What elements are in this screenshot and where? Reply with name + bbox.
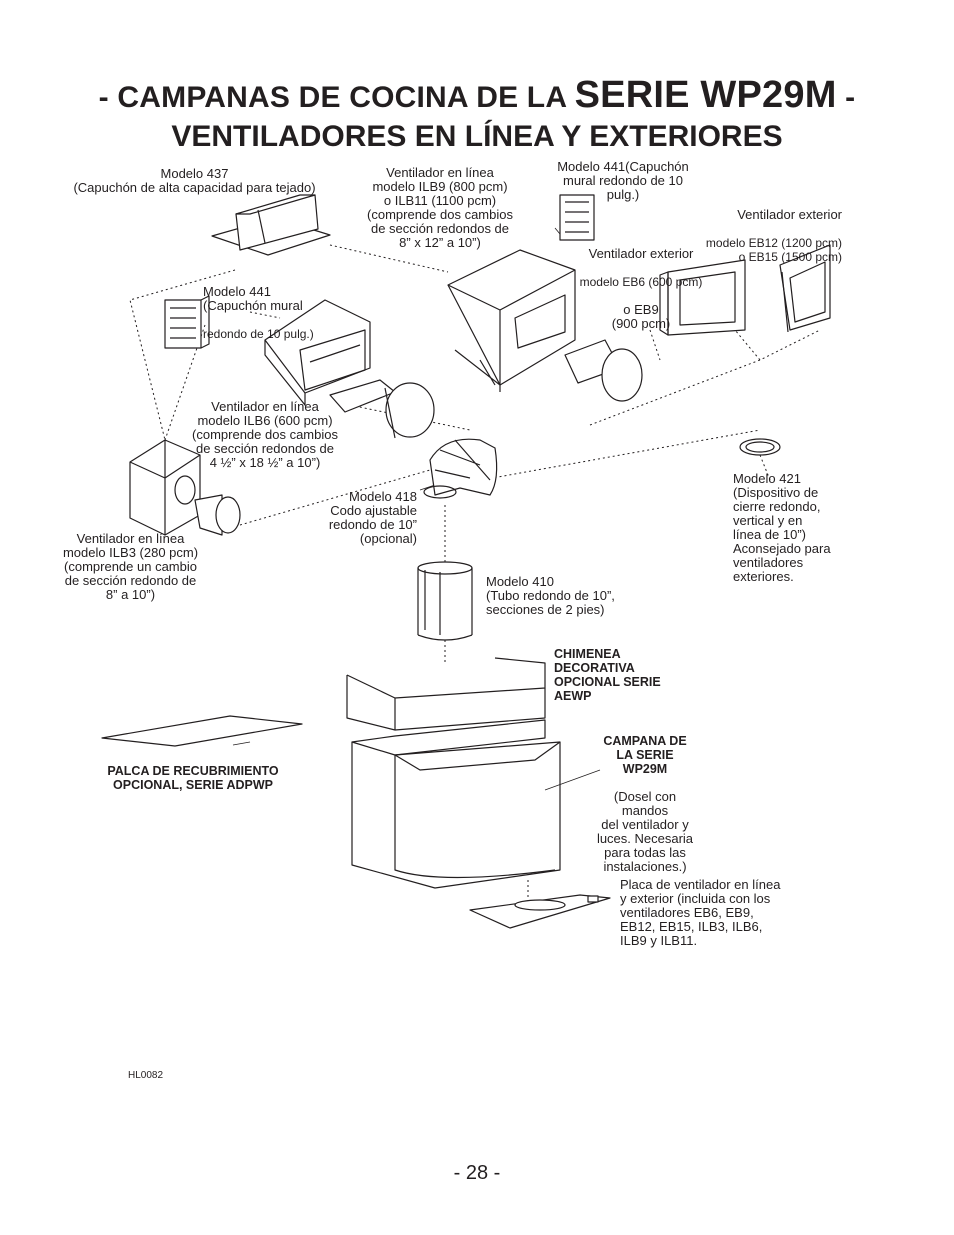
title-prefix: - CAMPANAS DE COCINA DE LA (98, 81, 567, 114)
label-eb6-rest: o EB9 (900 pcm) (611, 302, 671, 331)
title-series: SERIE WP29M (574, 74, 837, 116)
page-title-line1: - CAMPANAS DE COCINA DE LA SERIE WP29M - (0, 74, 954, 117)
label-eb6-prefix: Ventilador exterior (588, 246, 694, 261)
label-eb12-models: modelo EB12 (1200 pcm) o EB15 (1500 pcm) (705, 236, 842, 264)
label-modelo-410: Modelo 410 (Tubo redondo de 10”, seccion… (486, 574, 615, 617)
label-chimenea: CHIMENEA DECORATIVA OPCIONAL SERIE AEWP (554, 647, 661, 703)
label-eb6-models: modelo EB6 (600 pcm) (579, 275, 703, 289)
label-campana-desc: (Dosel con mandos del ventilador y luces… (596, 789, 694, 874)
label-ilb9: Ventilador en línea modelo ILB9 (800 pcm… (367, 165, 513, 250)
label-ilb6: Ventilador en línea modelo ILB6 (600 pcm… (192, 399, 338, 470)
label-campana-bold: CAMPANA DE LA SERIE WP29M (603, 734, 687, 776)
diagram-code: HL0082 (128, 1070, 164, 1081)
page-number: - 28 - (453, 1162, 501, 1184)
label-eb6-eb9: Ventilador exterior modelo EB6 (600 pcm)… (565, 233, 717, 331)
label-441-left-a: Modelo 441 (Capuchón mural (203, 284, 303, 313)
label-modelo-437: Modelo 437 (Capuchón de alta capacidad p… (73, 166, 316, 195)
label-eb12-eb15: Ventilador exterior modelo EB12 (1200 pc… (640, 194, 842, 265)
label-placa: Placa de ventilador en línea y exterior … (620, 877, 781, 948)
label-campana: CAMPANA DE LA SERIE WP29M (Dosel con man… (590, 720, 700, 874)
label-modelo-441-left: Modelo 441 (Capuchón mural redondo de 10… (203, 271, 333, 342)
label-modelo-421: Modelo 421 (Dispositivo de cierre redond… (733, 471, 831, 584)
label-modelo-418: Modelo 418 Codo ajustable redondo de 10”… (328, 489, 417, 546)
label-ilb3: Ventilador en línea modelo ILB3 (280 pcm… (62, 531, 199, 602)
label-441-left-b: redondo de 10 pulg.) (203, 327, 314, 341)
label-modelo-441-top: Modelo 441(Capuchón mural redondo de 10 … (557, 159, 689, 202)
label-palca: PALCA DE RECUBRIMIENTO OPCIONAL, SERIE A… (107, 764, 279, 792)
title-suffix: - (845, 81, 856, 114)
label-eb12-prefix: Ventilador exterior (737, 207, 842, 222)
page-title-line2: VENTILADORES EN LÍNEA Y EXTERIORES (171, 120, 783, 153)
